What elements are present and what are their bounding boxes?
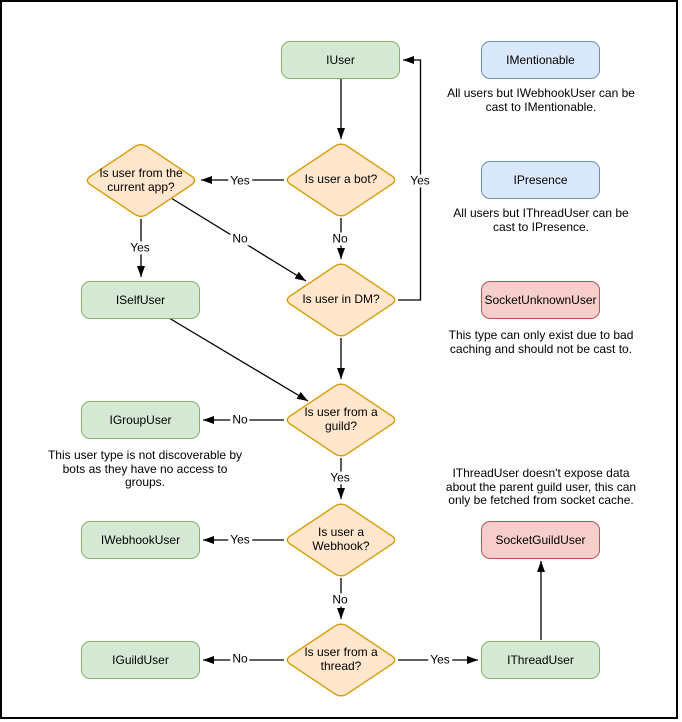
note-ithreaduser: IThreadUser doesn't expose data about th… <box>445 466 637 508</box>
edge-label-thread-no: No <box>230 651 250 666</box>
edge-label-bot-yes: Yes <box>228 173 252 188</box>
node-iuser: IUser <box>281 41 400 79</box>
node-igroupuser: IGroupUser <box>81 401 200 439</box>
node-ithreaduser: IThreadUser <box>481 641 600 679</box>
node-socketguilduser: SocketGuildUser <box>481 521 600 559</box>
edge-iselfuser-to-guild <box>168 317 309 402</box>
note-socketunknownuser: This type can only exist due to bad cach… <box>448 328 634 356</box>
edge-label-dm-yes: Yes <box>408 173 432 188</box>
edge-label-bot-no: No <box>330 231 350 246</box>
node-imentionable: IMentionable <box>481 41 600 79</box>
decision-current-app-label: Is user from the current app? <box>99 166 183 194</box>
note-imentionable: All users but IWebhookUser can be cast t… <box>447 86 635 114</box>
decision-guild-label: Is user from a guild? <box>304 405 378 433</box>
edge-label-webhook-no: No <box>330 592 350 607</box>
edge-label-app-no: No <box>230 231 250 246</box>
decision-bot-label: Is user a bot? <box>304 172 378 187</box>
decision-thread-label: Is user from a thread? <box>304 645 378 673</box>
edge-label-webhook-yes: Yes <box>228 532 252 547</box>
edge-label-guild-no: No <box>230 412 250 427</box>
node-socketunknownuser: SocketUnknownUser <box>481 281 600 319</box>
note-igroupuser: This user type is not discoverable by bo… <box>47 448 243 490</box>
edge-label-guild-yes: Yes <box>328 470 352 485</box>
decision-dm-label: Is user in DM? <box>302 292 380 307</box>
edge-label-app-yes: Yes <box>128 240 152 255</box>
node-iguilduser: IGuildUser <box>81 641 200 679</box>
node-iselfuser: ISelfUser <box>81 281 200 319</box>
note-ipresence: All users but IThreadUser can be cast to… <box>453 206 629 234</box>
decision-webhook-label: Is user a Webhook? <box>312 525 370 553</box>
edge-label-thread-yes: Yes <box>428 652 452 667</box>
node-ipresence: IPresence <box>481 161 600 199</box>
node-iwebhookuser: IWebhookUser <box>81 521 200 559</box>
